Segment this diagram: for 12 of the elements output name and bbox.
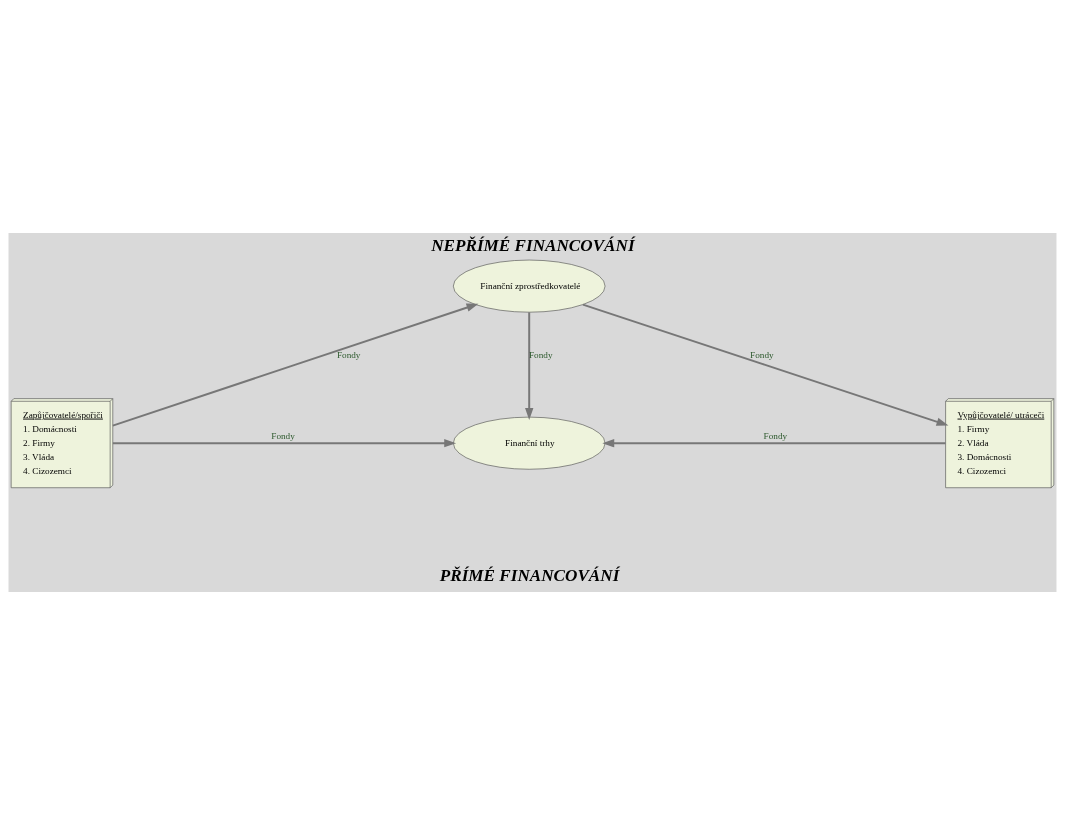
edge-label: Fondy	[763, 430, 788, 441]
arrow	[111, 303, 479, 427]
arrow	[111, 439, 457, 448]
edge-label: Fondy	[336, 349, 361, 360]
edge-label: Fondy	[750, 349, 774, 360]
arrow	[525, 311, 534, 420]
arrow	[602, 439, 947, 448]
arrow	[581, 303, 949, 426]
edge-label: Fondy	[271, 430, 295, 441]
node-ellipse: Finanční trhy	[453, 416, 606, 470]
label: PŘÍMÉ FINANCOVÁNÍ	[439, 565, 620, 585]
diagram-title: NEPŘÍMÉ FINANCOVÁNÍ	[431, 236, 635, 256]
